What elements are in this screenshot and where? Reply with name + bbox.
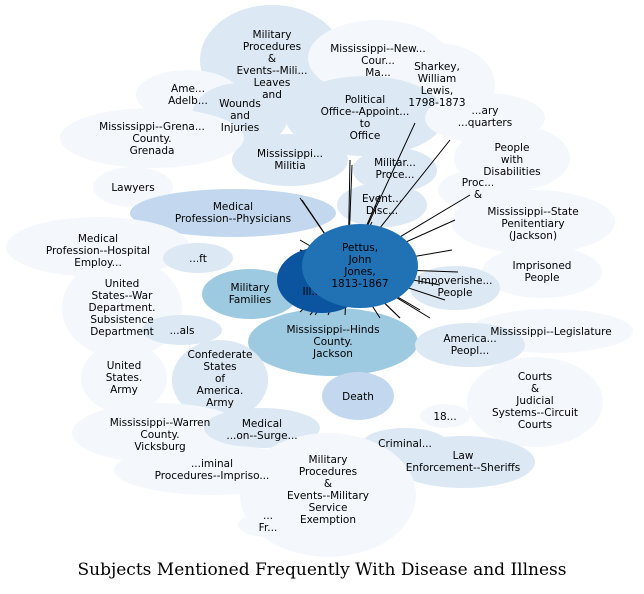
node-left-hidden: [163, 243, 233, 273]
node-military-proc: [353, 148, 437, 192]
node-label-proc-events: Proc...&: [462, 177, 494, 201]
figure-caption: Subjects Mentioned Frequently With Disea…: [77, 560, 567, 580]
node-label-mil-hq: ...ary...quarters: [458, 105, 512, 129]
node-center: [302, 224, 418, 308]
node-label-military-proc: Militar...Proce...: [374, 157, 416, 181]
node-hospitals: [142, 315, 222, 345]
node-label-american-people: America...Peopl...: [443, 333, 496, 357]
node-label-surgeons: Medical...on--Surge...: [226, 418, 297, 442]
node-label-left-hidden: ...ft: [189, 253, 207, 265]
node-label-events-disc: Event...Disc...: [362, 193, 402, 217]
node-hinds: [248, 308, 418, 376]
node-us-army: [81, 343, 167, 413]
node-impoverished: [410, 266, 500, 310]
node-label-impoverished: Impoverishe...People: [418, 275, 493, 299]
node-label-hospitals: ...als: [170, 325, 195, 337]
node-label-ms-newspapers: Mississippi--New...Cour...Ma...: [330, 43, 425, 79]
node-confederate: [172, 340, 268, 420]
node-label-eighteen: 18...: [433, 411, 456, 423]
node-circuit-courts: [467, 357, 603, 447]
node-label-criminal-mid: Criminal...: [378, 438, 432, 450]
node-events-disc: [337, 183, 427, 227]
node-surgeons: [204, 408, 320, 448]
node-physicians: [130, 189, 336, 237]
node-political: [285, 76, 445, 156]
node-mil-families: [202, 269, 298, 319]
node-grenada: [60, 108, 244, 168]
node-label-death: Death: [342, 391, 374, 403]
node-label-amer-adelb: Ame...Adelb...: [168, 83, 208, 107]
node-sheriffs: [391, 436, 535, 488]
node-penitentiary: [451, 190, 615, 254]
node-eighteen: [420, 404, 470, 428]
node-american-people: [415, 323, 525, 367]
node-label-grenada: Mississippi--Grena...County.Grenada: [99, 121, 205, 157]
node-label-legislature: Mississippi--Legislature: [490, 326, 611, 338]
node-ms-militia: [232, 134, 348, 186]
node-fr-hidden: [238, 513, 298, 537]
node-label-lawyers: Lawyers: [111, 182, 154, 194]
node-label-ms-militia: Mississippi...Militia: [257, 148, 323, 172]
node-imprisoned: [482, 246, 602, 298]
node-death: [322, 372, 394, 420]
node-label-fr-hidden: ...Fr...: [259, 510, 278, 534]
node-lawyers: [93, 167, 173, 207]
